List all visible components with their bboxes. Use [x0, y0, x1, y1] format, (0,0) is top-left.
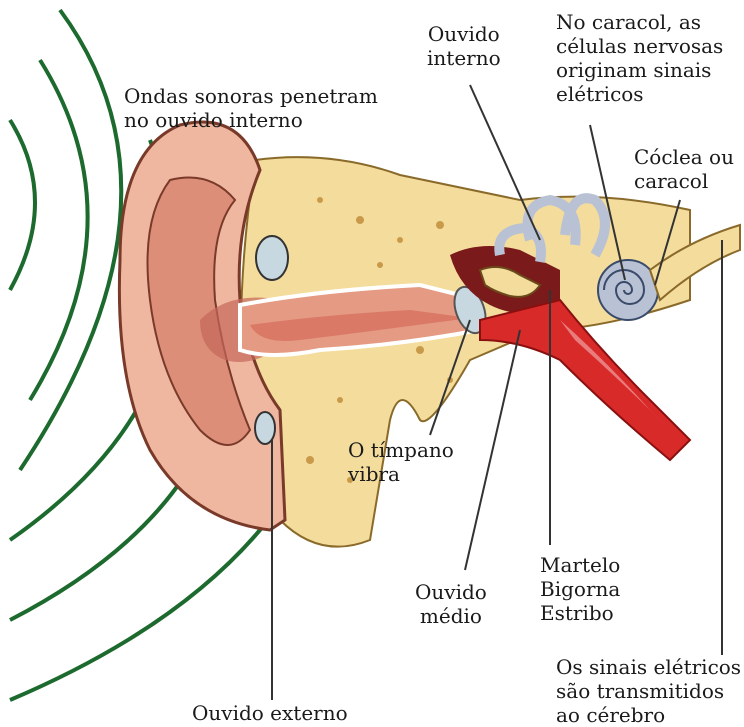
label-brain-signals: Os sinais elétricos são transmitidos ao …: [556, 655, 741, 727]
leader-middle-ear: [465, 330, 520, 570]
label-outer-ear: Ouvido externo: [192, 701, 348, 725]
label-eardrum: O tímpano vibra: [348, 438, 454, 486]
label-middle-ear: Ouvido médio: [415, 580, 487, 628]
cartilage-bottom: [255, 412, 275, 444]
sound-wave-2: [30, 60, 88, 400]
label-cochlea: Cóclea ou caracol: [634, 145, 734, 193]
cochlea: [598, 260, 658, 320]
label-ossicles: Martelo Bigorna Estribo: [540, 553, 620, 625]
label-inner-ear: Ouvido interno: [427, 22, 501, 70]
label-cochlea-cells: No caracol, as células nervosas originam…: [556, 10, 723, 106]
sound-wave-1: [10, 120, 35, 290]
cartilage-top: [256, 236, 288, 280]
label-sound-waves: Ondas sonoras penetram no ouvido interno: [124, 84, 378, 132]
sound-wave-3: [20, 10, 121, 470]
